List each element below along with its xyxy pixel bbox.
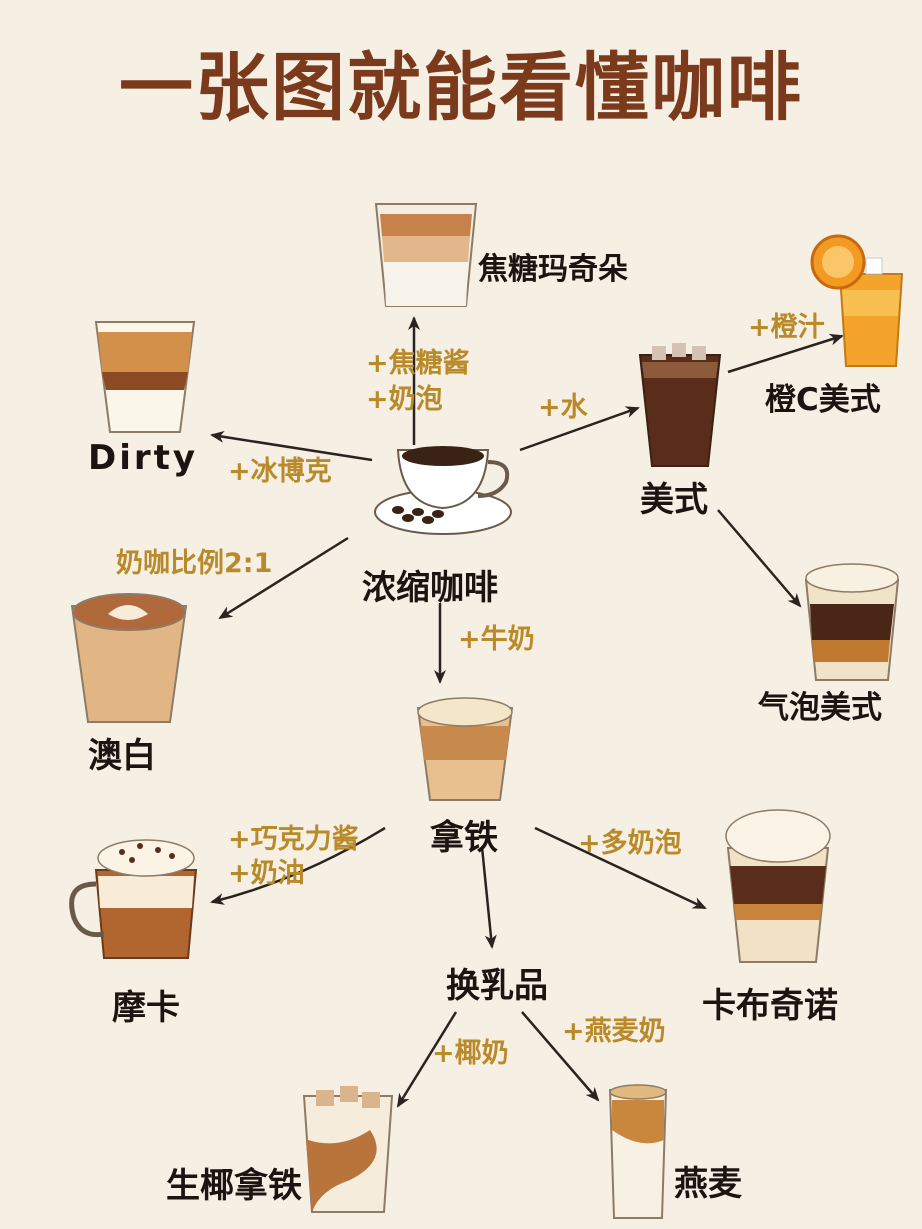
arrow-to-coconut-latte [396,1011,458,1108]
arrow-to-sparkling-americano [717,509,802,608]
edge-label-coconut: +椰奶 [432,1038,509,1069]
page-title: 一张图就能看懂咖啡 [119,45,803,131]
node-caramel-macchiato: 焦糖玛奇朵 [478,252,628,287]
caramel-macchiato-icon [374,203,478,307]
node-coconut-latte: 生椰拿铁 [166,1166,302,1206]
node-oat-latte: 燕麦 [674,1164,742,1204]
latte-icon [416,697,514,801]
edge-label-americano: +水 [538,392,588,423]
arrow-to-milk-swap [480,846,497,949]
node-espresso: 浓缩咖啡 [362,568,498,608]
node-dirty: Dirty [88,438,199,478]
edge-label-latte: +牛奶 [458,624,535,655]
node-sparkling-americano: 气泡美式 [758,690,882,726]
edge-label-caramel-2: +奶泡 [366,384,443,415]
arrow-to-mocha [210,826,386,905]
arrow-to-oat-latte [521,1011,600,1102]
edge-label-orange: +橙汁 [748,312,825,343]
arrow-to-dirty [210,430,373,462]
arrow-to-flat-white [218,536,349,620]
node-flat-white: 澳白 [88,736,156,776]
flat-white-icon [70,593,188,723]
node-orange-americano: 橙C美式 [765,382,881,418]
arrow-to-americano [519,406,640,452]
edge-label-cappuccino: +多奶泡 [578,828,682,859]
node-cappuccino: 卡布奇诺 [702,986,838,1026]
espresso-cup-icon [374,446,512,535]
cappuccino-icon [725,809,831,963]
edge-label-caramel-1: +焦糖酱 [366,348,470,379]
node-mocha: 摩卡 [112,988,180,1028]
arrow-to-cappuccino [534,826,707,910]
edge-label-flat-white: 奶咖比例2:1 [116,548,273,579]
arrow-to-orange-americano [727,333,844,374]
sparkling-americano-icon [804,563,900,681]
arrows [210,316,844,1108]
node-americano: 美式 [640,480,708,520]
coconut-latte-icon [302,1086,394,1213]
edge-label-mocha-1: +巧克力酱 [228,824,359,855]
edge-label-mocha-2: +奶油 [228,858,305,889]
dirty-icon [94,321,196,433]
oat-latte-icon [608,1084,668,1219]
americano-icon [638,343,722,467]
orange-americano-icon [810,234,904,367]
mocha-icon [69,839,198,959]
edge-label-dirty: +冰博克 [228,456,332,487]
node-milk-swap: 换乳品 [446,966,548,1006]
node-latte: 拿铁 [430,818,498,858]
edge-label-oat: +燕麦奶 [562,1016,666,1047]
